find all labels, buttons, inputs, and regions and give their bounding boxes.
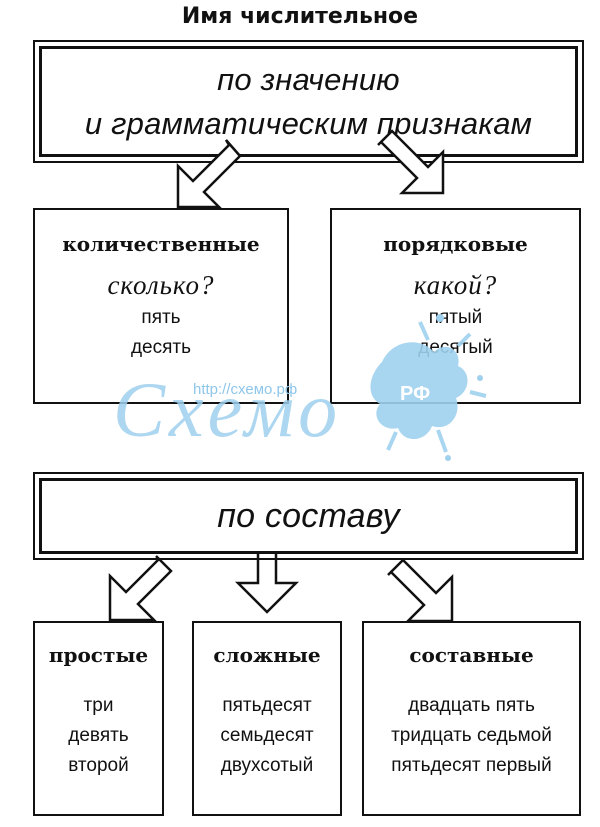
simple-box: простые три девять второй [33,621,164,816]
ordinal-heading: порядковые [383,232,528,256]
complex-example: пятьдесят [222,695,312,716]
ordinal-example: десятый [418,337,493,358]
arrow-to-cardinal [176,139,242,209]
cardinal-example: пять [141,307,181,328]
meaning-label-line1: по значению [217,61,400,97]
cardinal-question: сколько? [107,270,215,300]
classification-by-composition-box: по составу [33,472,584,560]
ordinal-box: порядковые какой? пятый десятый [330,208,581,404]
diagram-title: Имя числительное [181,4,419,29]
simple-heading: простые [48,643,149,667]
compound-example: пятьдесят первый [391,755,552,776]
ordinal-example: пятый [428,307,483,328]
compound-example: двадцать пять [408,695,535,716]
arrow-to-ordinal [377,129,445,195]
cardinal-heading: количественные [62,232,260,256]
meaning-label-line2: и грамматическим признакам [84,105,533,141]
arrow-to-compound [387,558,454,623]
simple-example: девять [68,725,129,746]
simple-example: три [83,695,114,716]
arrow-to-complex [234,546,300,614]
composition-label: по составу [217,497,400,535]
complex-heading: сложные [213,643,321,667]
ordinal-question: какой? [413,270,498,300]
complex-example: двухсотый [220,755,314,776]
compound-heading: составные [409,643,534,667]
arrow-to-simple [108,555,173,622]
compound-box: составные двадцать пять тридцать седьмой… [362,621,581,816]
simple-example: второй [68,755,129,776]
classification-by-meaning-box: по значению и грамматическим признакам [33,40,584,163]
cardinal-example: десять [130,337,192,358]
compound-example: тридцать седьмой [391,725,552,746]
cardinal-box: количественные сколько? пять десять [33,208,289,404]
complex-example: семьдесят [220,725,314,746]
complex-box: сложные пятьдесят семьдесят двухсотый [192,621,342,816]
